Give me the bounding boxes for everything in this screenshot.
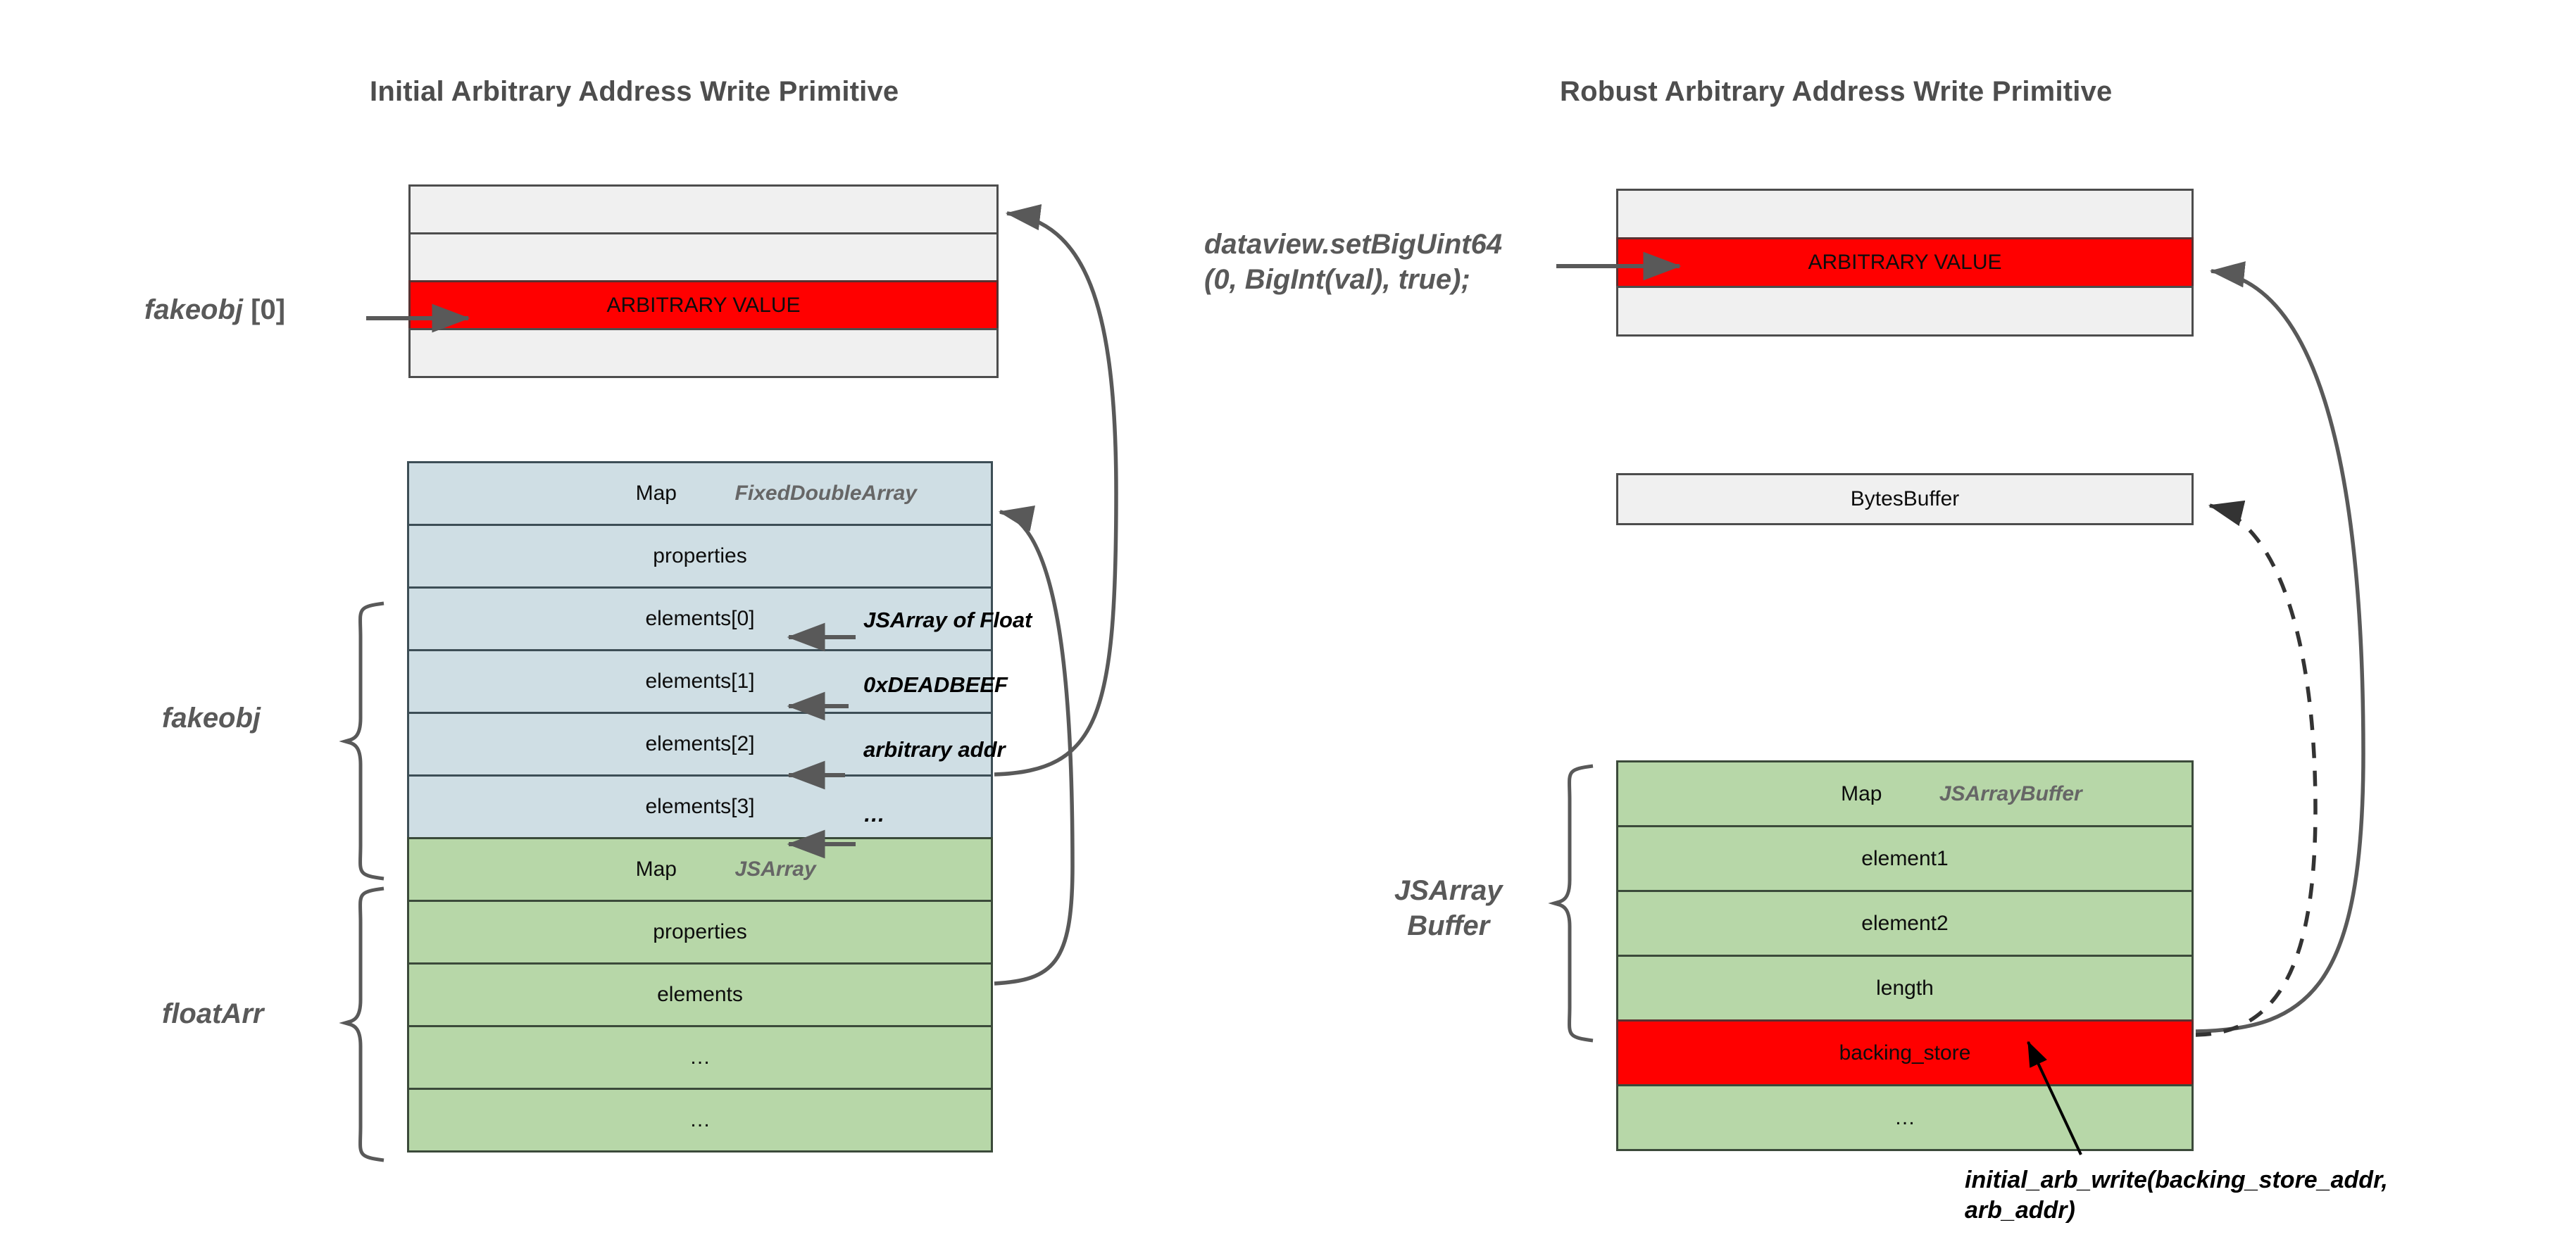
bytesbuffer-box: BytesBuffer <box>1616 473 2194 525</box>
right-struct-row-4-label: backing_store <box>1839 1041 1971 1065</box>
curve-backingstore-to-arbitrary-value <box>2195 261 2365 1034</box>
brace-jsarraybuffer <box>1548 764 1594 1043</box>
left-struct-row-2-annotation: JSArray of Float <box>863 608 1032 632</box>
left-target-row-3 <box>408 328 999 378</box>
right-target-row-1: ARBITRARY VALUE <box>1616 237 2194 288</box>
left-struct-row-3-label: elements[1] <box>645 670 755 693</box>
right-struct-row-2-label: element2 <box>1861 911 1949 935</box>
left-struct-row-6-label: Map <box>635 858 677 881</box>
curve-backingstore-to-bytesbuffer <box>2195 500 2318 1037</box>
curve-elements2-to-target <box>994 204 1118 777</box>
right-struct-row-0: Map JSArrayBuffer <box>1616 760 2194 827</box>
left-struct-row-4: elements[2] <box>407 712 993 777</box>
brace-floatarr <box>339 886 384 1162</box>
right-struct-row-3-label: length <box>1876 976 1934 1000</box>
fakeobj-index-label: fakeobj [0] <box>144 292 285 327</box>
right-struct-row-2: element2 <box>1616 890 2194 957</box>
left-panel-title: Initial Arbitrary Address Write Primitiv… <box>370 76 899 107</box>
left-target-row-0 <box>408 184 999 234</box>
left-target-row-2-label: ARBITRARY VALUE <box>606 293 801 317</box>
left-target-memory-block: ARBITRARY VALUE <box>408 184 999 378</box>
left-struct-row-10: … <box>407 1088 993 1153</box>
right-struct-row-3: length <box>1616 955 2194 1022</box>
left-target-row-1 <box>408 232 999 282</box>
brace-label-jsarraybuffer: JSArray Buffer <box>1394 873 1502 943</box>
right-target-memory-block: ARBITRARY VALUE <box>1616 189 2194 337</box>
left-struct-row-6: Map JSArray <box>407 837 993 902</box>
left-struct-row-4-annotation: arbitrary addr <box>863 737 1006 762</box>
brace-label-floatarr: floatArr <box>162 998 264 1029</box>
brace-label-jsarray-line1: JSArray <box>1394 875 1503 906</box>
left-struct-row-5-label: elements[3] <box>645 795 755 818</box>
right-struct-row-5: … <box>1616 1084 2194 1151</box>
dataview-callout-line1: dataview.setBigUint64 <box>1204 229 1503 260</box>
dataview-setbiguint64-callout: dataview.setBigUint64 (0, BigInt(val), t… <box>1204 227 1502 297</box>
fakeobj-index-label-rest: [0] <box>243 294 286 325</box>
curve-floatarr-elements-to-map <box>994 505 1075 986</box>
left-struct-table: Map FixedDoubleArray properties elements[0]… <box>407 461 1032 1153</box>
right-struct-row-1-label: element1 <box>1861 846 1949 870</box>
left-struct-row-9: … <box>407 1025 993 1090</box>
right-struct-row-0-label: Map <box>1841 781 1882 805</box>
left-struct-row-2: elements[0] <box>407 586 993 651</box>
jsarraybuffer-struct-table: Map JSArrayBuffer element1 element2 length ba… <box>1616 760 2194 1151</box>
left-struct-row-0: Map FixedDoubleArray <box>407 461 993 526</box>
right-target-row-2 <box>1616 286 2194 337</box>
left-struct-row-6-type-tag: JSArray <box>734 858 816 881</box>
right-target-row-0 <box>1616 189 2194 239</box>
left-struct-row-8: elements <box>407 962 993 1027</box>
brace-label-fakeobj: fakeobj <box>162 703 261 734</box>
left-target-row-2: ARBITRARY VALUE <box>408 280 999 330</box>
left-struct-row-0-type-tag: FixedDoubleArray <box>734 482 917 505</box>
brace-fakeobj <box>339 601 384 881</box>
left-struct-row-0-label: Map <box>635 482 677 505</box>
left-struct-row-7-label: properties <box>653 920 747 943</box>
left-struct-row-3-annotation: 0xDEADBEEF <box>863 672 1008 697</box>
dataview-callout-line2: (0, BigInt(val), true); <box>1204 264 1470 295</box>
brace-label-buffer-line2: Buffer <box>1407 910 1490 941</box>
left-struct-row-10-label: … <box>689 1108 711 1131</box>
left-struct-row-9-label: … <box>689 1045 711 1069</box>
right-target-row-1-label: ARBITRARY VALUE <box>1808 251 2002 274</box>
left-struct-row-5-annotation: … <box>863 802 885 827</box>
left-struct-row-7: properties <box>407 900 993 965</box>
initial-arb-write-callout: initial_arb_write(backing_store_addr, ar… <box>1965 1167 2388 1224</box>
right-panel-title: Robust Arbitrary Address Write Primitive <box>1560 76 2113 107</box>
right-struct-row-5-label: … <box>1894 1105 1915 1129</box>
left-struct-row-2-label: elements[0] <box>645 607 755 630</box>
fakeobj-index-label-em: fakeobj <box>144 294 244 325</box>
left-struct-row-4-label: elements[2] <box>645 732 755 755</box>
right-struct-row-0-type-tag: JSArrayBuffer <box>1939 781 2082 805</box>
left-struct-row-1: properties <box>407 524 993 589</box>
right-struct-row-1: element1 <box>1616 825 2194 892</box>
left-struct-row-1-label: properties <box>653 544 747 567</box>
left-struct-row-5: elements[3] <box>407 774 993 839</box>
bytesbuffer-label: BytesBuffer <box>1850 487 1960 510</box>
left-struct-row-8-label: elements <box>657 983 743 1006</box>
right-struct-row-4: backing_store <box>1616 1019 2194 1086</box>
